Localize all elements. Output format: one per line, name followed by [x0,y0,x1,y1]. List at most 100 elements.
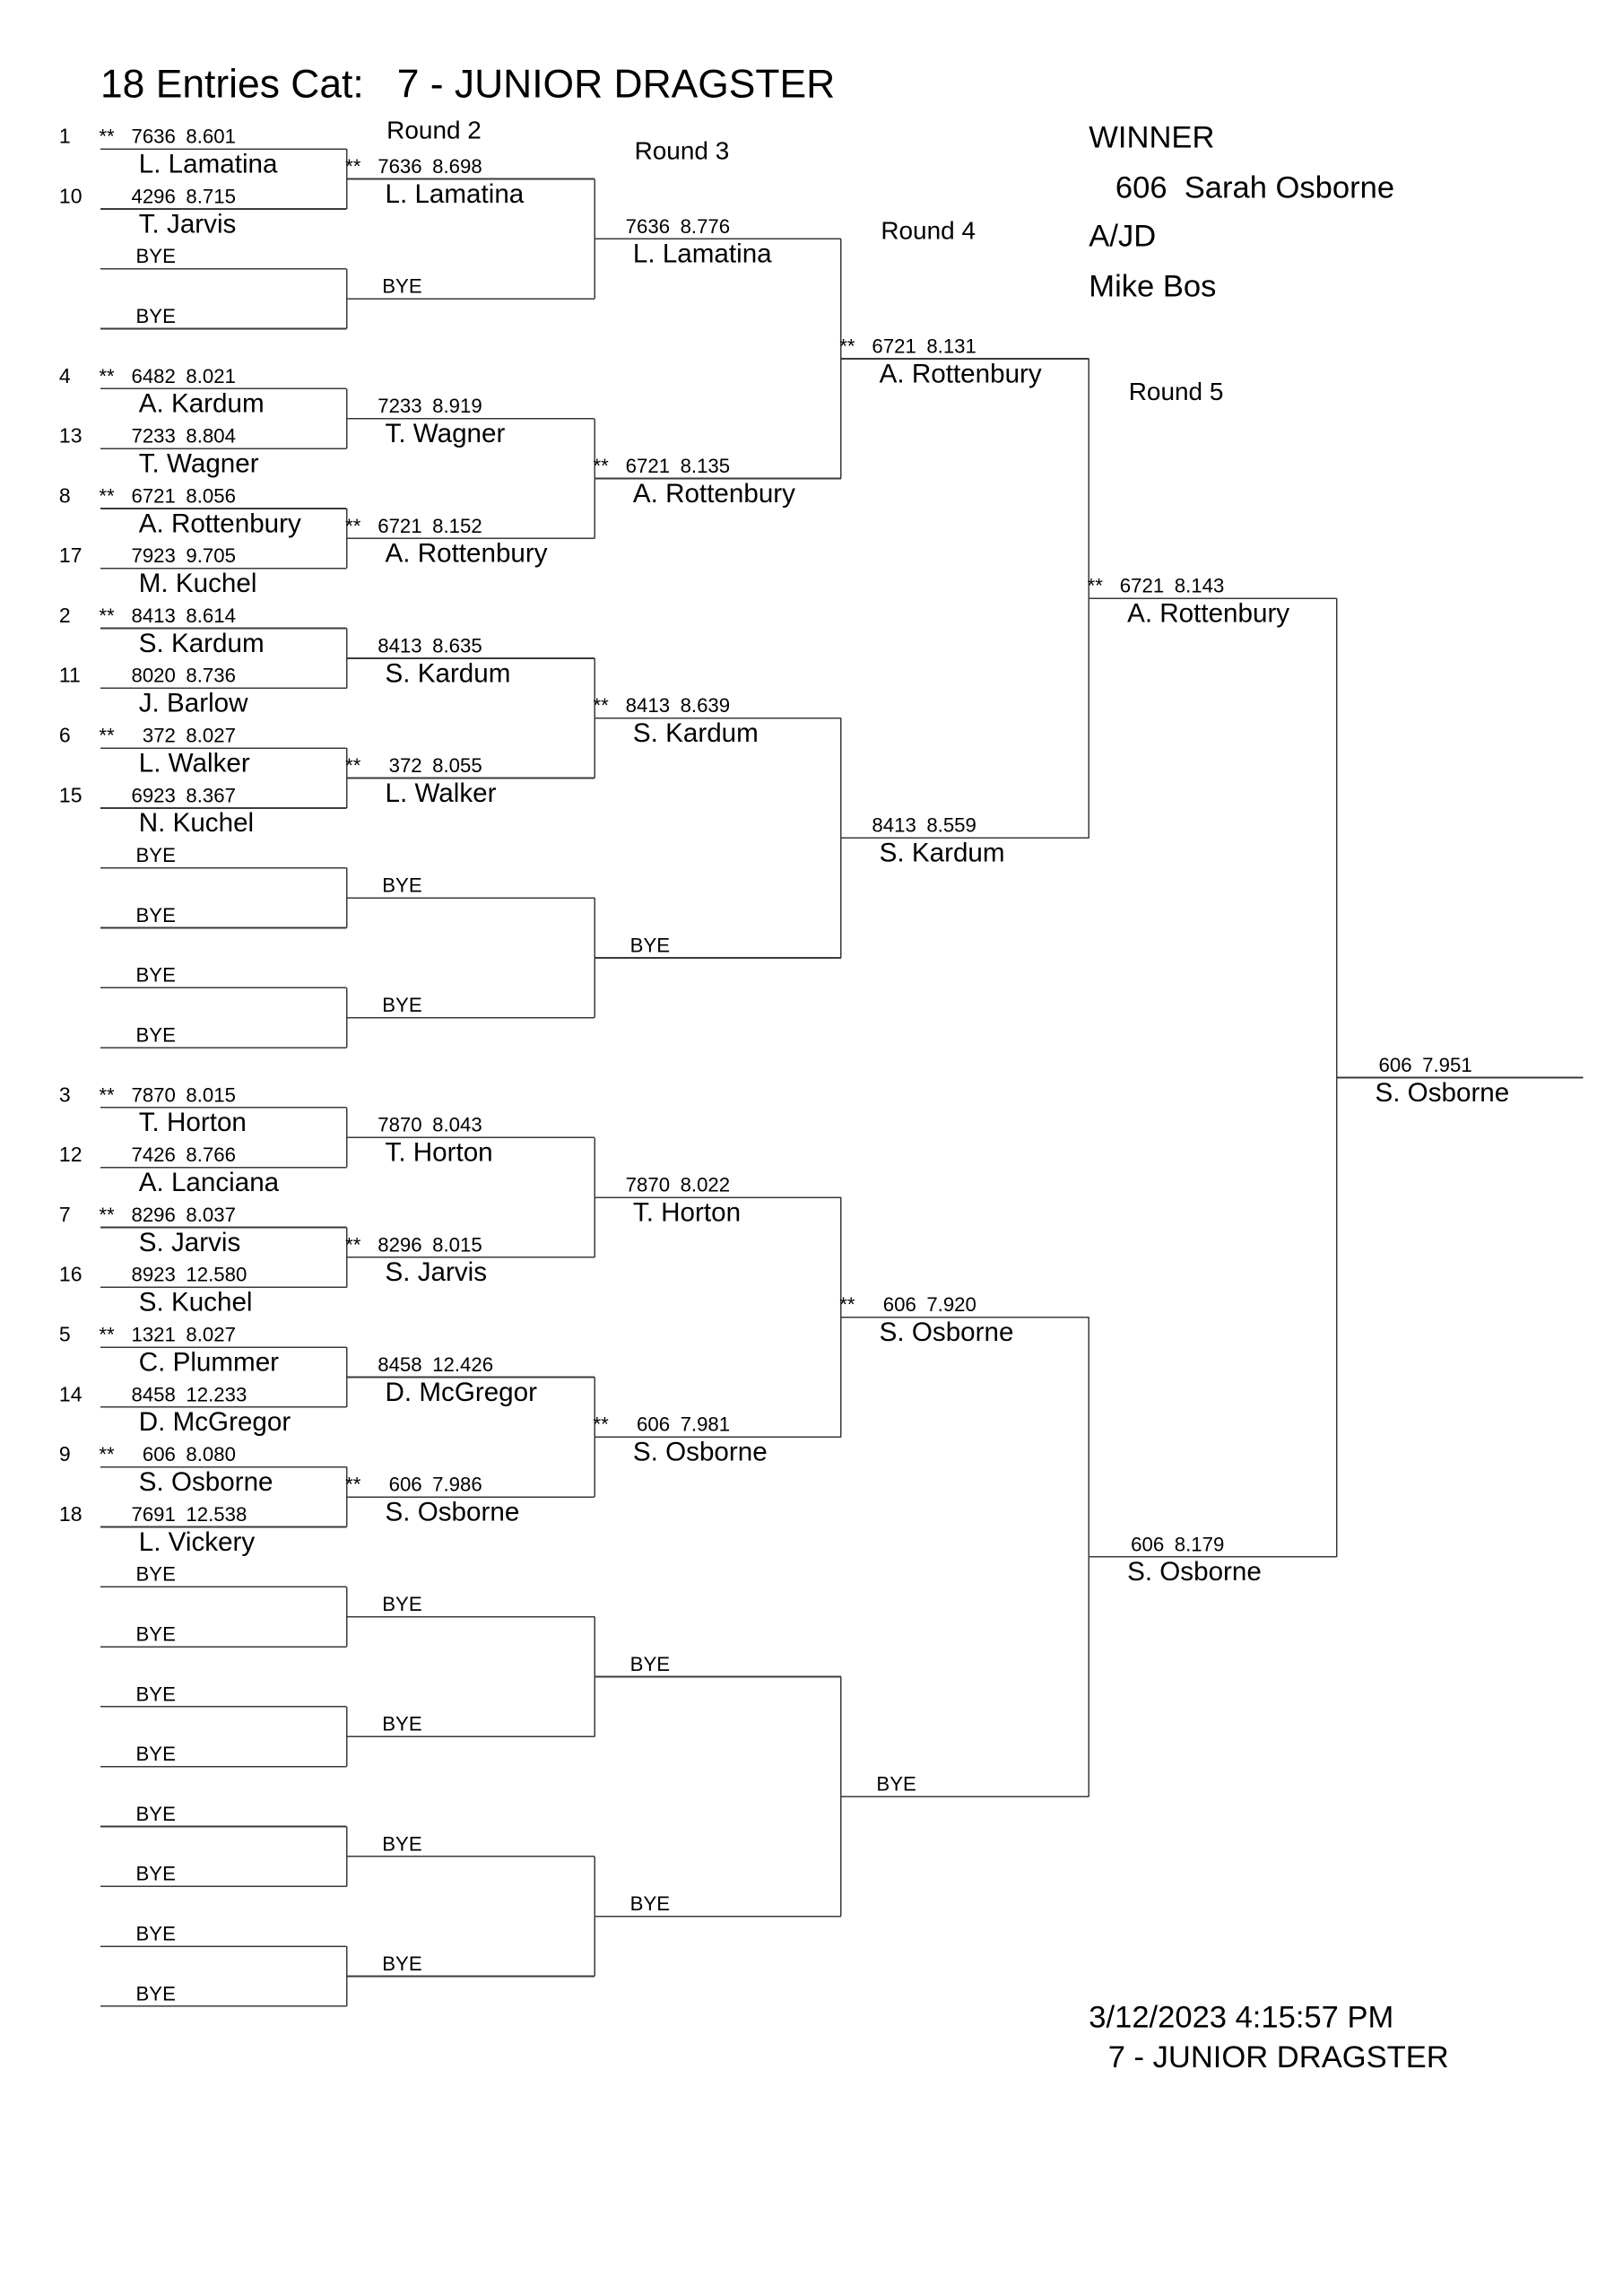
racer-name: J. Barlow [139,689,248,718]
elapsed-time: 8.080 [186,1443,236,1465]
car-number: 7636 [378,155,421,178]
seed-number: 2 [59,604,71,627]
elapsed-time: 7.986 [432,1474,482,1496]
elapsed-time: 8.804 [186,425,236,448]
car-number: 7870 [378,1114,421,1136]
elapsed-time: 8.736 [186,665,236,687]
round-5-label: Round 5 [1129,378,1224,405]
elapsed-time: 8.043 [432,1114,482,1136]
bye-label: BYE [876,1773,916,1796]
racer-name: L. Vickery [139,1527,256,1557]
racer-name: T. Horton [139,1108,247,1137]
elapsed-time: 8.715 [186,185,236,207]
winner-mark: ** [99,1204,115,1226]
car-number: 6482 [131,365,175,387]
bye-label: BYE [382,1832,421,1855]
racer-name: A. Rottenbury [139,509,301,538]
bye-label: BYE [382,275,421,298]
winner-mark: ** [345,1233,361,1256]
round-3-label: Round 3 [635,137,730,165]
elapsed-time: 7.951 [1422,1054,1472,1076]
racer-name: S. Osborne [139,1467,273,1497]
racer-name: N. Kuchel [139,808,254,838]
winner-heading: WINNER [1089,121,1214,155]
elapsed-time: 8.135 [681,455,731,477]
racer-name: A. Rottenbury [880,359,1042,388]
racer-name: D. McGregor [139,1407,291,1437]
elapsed-time: 8.601 [186,126,236,148]
seed-number: 10 [59,184,82,207]
racer-name: T. Horton [633,1197,741,1227]
car-number: 606 [143,1443,176,1465]
racer-name: S. Kuchel [139,1288,253,1318]
car-number: 606 [389,1474,422,1496]
winner-mark: ** [99,484,115,507]
elapsed-time: 8.152 [432,515,482,537]
elapsed-time: 8.919 [432,395,482,417]
car-number: 7233 [378,395,421,417]
bye-label: BYE [135,1982,175,2005]
car-number: 8413 [131,604,175,627]
bye-label: BYE [135,1024,175,1047]
elapsed-time: 8.179 [1175,1533,1225,1555]
racer-name: C. Plummer [139,1347,279,1377]
racer-name: L. Walker [386,778,497,808]
winner-mark: ** [345,1474,361,1496]
racer-name: L. Lamatina [386,179,525,209]
seed-number: 16 [59,1263,82,1286]
car-number: 7870 [626,1174,670,1196]
seed-number: 14 [59,1382,82,1405]
winner-mark: ** [839,335,855,357]
car-number: 8413 [626,694,670,717]
racer-name: T. Wagner [139,448,259,478]
racer-name: S. Kardum [139,629,265,658]
elapsed-time: 8.131 [926,335,976,357]
car-number: 8923 [131,1264,175,1286]
bye-label: BYE [382,1713,421,1735]
elapsed-time: 8.143 [1175,575,1225,597]
elapsed-time: 8.022 [681,1174,731,1196]
bye-label: BYE [382,1593,421,1615]
car-number: 7923 [131,544,175,567]
car-number: 7870 [131,1083,175,1106]
elapsed-time: 9.705 [186,544,236,567]
car-number: 6721 [131,484,175,507]
seed-number: 4 [59,364,71,387]
car-number: 7691 [131,1503,175,1526]
bye-label: BYE [135,1922,175,1944]
racer-name: S. Kardum [880,839,1005,868]
racer-name: T. Jarvis [139,209,237,239]
bye-label: BYE [135,1743,175,1765]
racer-name: S. Osborne [880,1318,1014,1347]
car-number: 606 [1379,1054,1412,1076]
racer-name: A. Kardum [139,389,265,419]
page-title: 18 Entries Cat: 7 - JUNIOR DRAGSTER [100,63,835,107]
elapsed-time: 8.015 [432,1233,482,1256]
winner-mark: ** [99,725,115,747]
bye-label: BYE [630,1892,670,1915]
racer-name: S. Jarvis [386,1257,488,1287]
bye-label: BYE [135,964,175,987]
elapsed-time: 8.614 [186,604,236,627]
car-number: 7426 [131,1144,175,1166]
racer-name: D. McGregor [386,1378,538,1407]
racer-name: S. Jarvis [139,1228,241,1257]
car-number: 8296 [131,1204,175,1226]
racer-name: L. Lamatina [633,239,772,269]
elapsed-time: 8.766 [186,1144,236,1166]
round-4-label: Round 4 [881,217,976,245]
bye-label: BYE [135,245,175,267]
bye-label: BYE [630,934,670,956]
bye-label: BYE [135,1683,175,1705]
winner-block: WINNER 606 Sarah Osborne A/JD Mike Bos [1089,121,1394,304]
car-number: 8020 [131,665,175,687]
winner-mark: ** [99,365,115,387]
elapsed-time: 8.021 [186,365,236,387]
car-number: 372 [143,725,176,747]
winner-mark: ** [594,1413,610,1436]
car-number: 6721 [378,515,421,537]
elapsed-time: 7.981 [681,1413,731,1436]
elapsed-time: 8.698 [432,155,482,178]
